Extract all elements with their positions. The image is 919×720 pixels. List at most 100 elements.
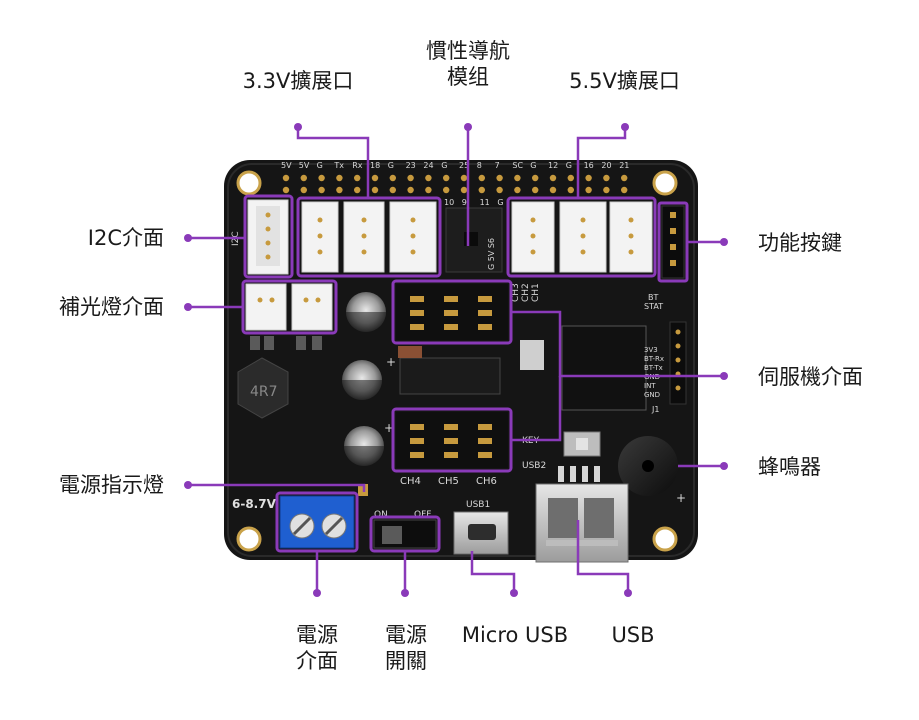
servo-pin: [444, 296, 458, 302]
header-pin: [478, 174, 485, 182]
ext33-connectors: [301, 201, 437, 273]
header-pin-label: G: [388, 161, 394, 170]
chips: [398, 325, 647, 411]
label-usb: USB: [611, 623, 655, 647]
j1-silk: J1: [651, 405, 659, 414]
servo-ch-label: CH3: [511, 283, 521, 302]
label-power-port: 電源 介面: [296, 623, 338, 673]
header-pin: [496, 174, 503, 182]
header-pin: [621, 174, 628, 182]
header-pin: [585, 174, 592, 182]
label-servo: 伺服機介面: [758, 365, 863, 389]
cap-plus: +: [386, 355, 396, 369]
label-i2c: I2C介面: [87, 226, 164, 250]
servo-pin: [410, 296, 424, 302]
usb2-silk: USB2: [522, 461, 546, 471]
servo-ch-label: CH4: [400, 476, 421, 487]
gpio-header: [282, 174, 628, 194]
header-pin-label: G: [566, 161, 572, 170]
header-pin: [460, 186, 468, 194]
header-pin: [621, 186, 628, 194]
header-pin: [407, 186, 414, 194]
header-pin: [389, 174, 396, 182]
header-pin: [336, 186, 343, 194]
leader-servo-2: [511, 376, 562, 442]
power-terminal: 6-8.7V: [232, 495, 355, 549]
header-pin: [300, 186, 307, 194]
mounting-holes: [236, 170, 678, 552]
header-pin: [282, 174, 290, 182]
label-func-keys: 功能按鍵: [758, 231, 842, 255]
servo-ch-label: CH6: [476, 476, 497, 487]
header-pin: [300, 174, 307, 182]
header-pin-label: G: [530, 161, 536, 170]
box-i2c: [243, 194, 294, 279]
header-pin: [514, 174, 521, 182]
leader-servo: [511, 310, 724, 378]
header-pin-label: 21: [619, 161, 629, 170]
servo-pin: [444, 324, 458, 330]
header-pin: [371, 174, 379, 182]
fill-light-connectors: [245, 283, 333, 350]
leader-dots: [184, 123, 728, 597]
leader-micro-usb: [470, 551, 516, 593]
side-tag-label: INT: [644, 382, 656, 390]
key-button: KEY USB2: [522, 431, 601, 471]
servo-pin: [410, 452, 424, 458]
side-tag-label: BT-Tx: [644, 364, 663, 372]
micro-usb-port: USB1: [453, 500, 509, 555]
header-row2-label: G: [497, 198, 503, 207]
header-pin: [478, 186, 485, 194]
buzzer: +: [618, 436, 686, 505]
label-imu: 慣性導航 模组: [426, 39, 510, 89]
header-pin-label: 18: [370, 161, 380, 170]
servo-pin: [478, 324, 492, 330]
voltage-silk: 6-8.7V: [232, 497, 277, 511]
header-pin: [496, 186, 503, 194]
servo-pin: [478, 424, 492, 430]
servo-pin: [478, 438, 492, 444]
header-pin: [532, 174, 539, 182]
usb-a-port: [535, 466, 629, 563]
buzzer-plus: +: [676, 491, 686, 505]
header-pin: [532, 186, 539, 194]
side-tag-label: 3V3: [644, 346, 658, 354]
label-power-led: 電源指示燈: [59, 473, 164, 497]
servo-pin: [410, 424, 424, 430]
switch-on-silk: ON: [374, 510, 388, 520]
header-pin-label: Rx: [352, 161, 363, 170]
header-pin: [282, 186, 290, 194]
right-side-header: [669, 321, 687, 405]
header-pin: [407, 174, 414, 182]
header-pin-label: G: [317, 161, 323, 170]
header-pin-label: 16: [584, 161, 594, 170]
leader-lines: [188, 127, 724, 593]
servo-pin: [444, 438, 458, 444]
header-pin: [354, 174, 361, 182]
header-pin: [567, 174, 574, 182]
leader-usb: [576, 520, 630, 593]
label-fill-light: 補光燈介面: [59, 295, 164, 319]
switch-off-silk: OFF: [414, 510, 431, 520]
leader-ext55: [576, 127, 627, 198]
header-pin: [443, 186, 450, 194]
header-pin-label: 7: [495, 161, 500, 170]
box-ext55: [506, 196, 657, 278]
header-pin-label: 8: [477, 161, 482, 170]
header-pin: [514, 186, 521, 194]
imu-module: G 5V S6: [445, 207, 503, 273]
servo-pin: [444, 452, 458, 458]
header-pin: [603, 186, 610, 194]
header-pin-label: 23: [406, 161, 416, 170]
header-pin: [354, 186, 361, 194]
header-pin: [585, 186, 592, 194]
servo-pin: [444, 424, 458, 430]
header-pin: [425, 174, 432, 182]
header-pin-label: G: [441, 161, 447, 170]
servo-pin: [410, 324, 424, 330]
servo-pin: [478, 296, 492, 302]
